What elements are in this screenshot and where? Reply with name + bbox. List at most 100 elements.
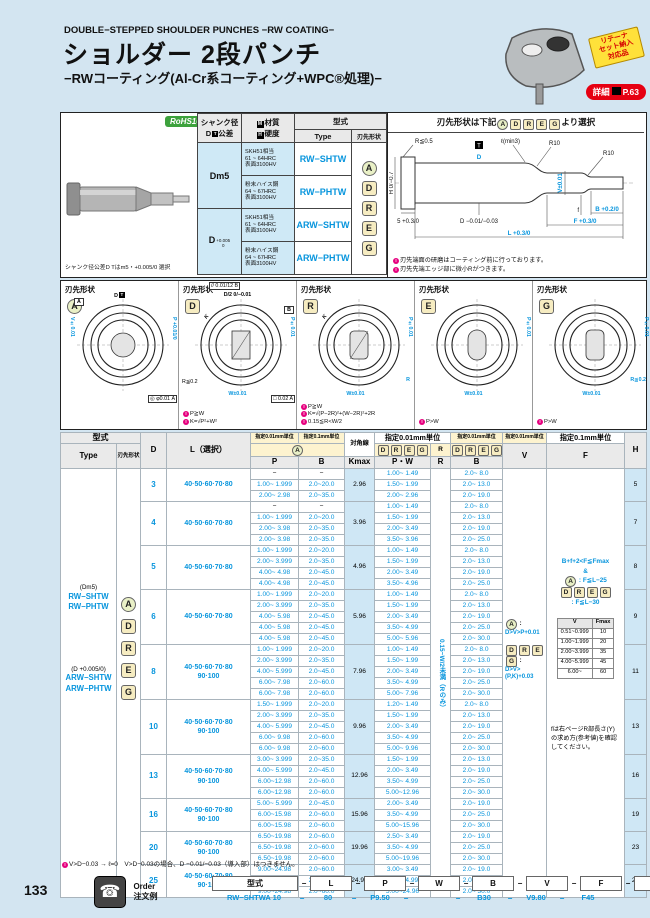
p-range: 4.00~ 5.999 bbox=[250, 721, 299, 733]
b-range: 2.0~35.0 bbox=[298, 710, 345, 722]
b-range: 2.0~60.0 bbox=[298, 677, 345, 689]
b-range: 2.0~60.0 bbox=[298, 787, 345, 799]
shape-section-label: 刃先形状 bbox=[537, 285, 567, 294]
pw-range: 1.00~ 1.49 bbox=[374, 501, 431, 513]
order-dash: − bbox=[299, 893, 305, 903]
h-value: 19 bbox=[624, 798, 647, 832]
drawing-note: !刃先先端エッジ部に微小Rがつきます。 bbox=[393, 266, 547, 275]
f-note: fは右ページR部長さ(Y)の求め方(参考値)を確認してください。 bbox=[551, 725, 617, 752]
header-unit: 指定0.01mm単位 bbox=[502, 432, 547, 444]
b2-range: 2.0~ 25.0 bbox=[450, 622, 503, 634]
shape-section-label: 刃先形状 bbox=[301, 285, 331, 294]
b2-range: 2.0~ 19.0 bbox=[450, 666, 503, 678]
order-dash: − bbox=[455, 893, 461, 903]
retainer-ribbon: リテーナ セット納入 対応品 bbox=[587, 26, 646, 69]
shape-section-label: 刃先形状 bbox=[183, 285, 213, 294]
l-options: 40·50·60·70·80 bbox=[166, 589, 251, 645]
badge-r-icon: R bbox=[523, 119, 535, 130]
header-f: F bbox=[546, 443, 625, 469]
badge-e-icon: E bbox=[121, 663, 136, 678]
p-range: 4.00~ 5.999 bbox=[250, 765, 299, 777]
header-type: Type bbox=[60, 443, 117, 469]
b2-range: 2.0~ 25.0 bbox=[450, 677, 503, 689]
b-range: 2.0~35.0 bbox=[298, 655, 345, 667]
shape-note: !K=√(P−2R)²+(W−2R)²+2R bbox=[301, 411, 375, 419]
b2-range: 2.0~ 8.0 bbox=[450, 545, 503, 557]
book-icon bbox=[611, 87, 621, 95]
b2-range: 2.0~ 19.0 bbox=[450, 765, 503, 777]
pw-range: 3.50~ 4.99 bbox=[374, 732, 431, 744]
b-range: 2.0~45.0 bbox=[298, 611, 345, 623]
b2-range: 2.0~ 13.0 bbox=[450, 512, 503, 524]
r-range-note: 0.15~W/2未満（Rのみ） bbox=[437, 639, 445, 711]
svg-text:V±0.01: V±0.01 bbox=[557, 173, 564, 193]
badge-r-icon: R bbox=[465, 444, 476, 456]
phone-order-icon: ☎ bbox=[94, 876, 126, 908]
p-range: 6.00~ 7.98 bbox=[250, 688, 299, 700]
p-range: 2.00~ 3.98 bbox=[250, 523, 299, 535]
caution-icon: ! bbox=[393, 267, 399, 274]
pw-range: 5.00~19.96 bbox=[374, 853, 431, 865]
b-range: 2.0~45.0 bbox=[298, 765, 345, 777]
badge-e-icon: E bbox=[421, 299, 436, 314]
shape-front-view bbox=[549, 299, 641, 391]
h-value: 11 bbox=[624, 644, 647, 700]
p-range: 4.00~ 5.98 bbox=[250, 633, 299, 645]
b-range: 2.0~45.0 bbox=[298, 666, 345, 678]
order-dash: − bbox=[463, 879, 469, 888]
order-value-3 bbox=[412, 892, 452, 904]
badge-g-icon: G bbox=[539, 299, 554, 314]
d-value: 10 bbox=[140, 699, 167, 755]
p-range: 4.00~ 5.999 bbox=[250, 666, 299, 678]
pw-range: 3.50~ 4.99 bbox=[374, 842, 431, 854]
p-range: 1.00~ 1.999 bbox=[250, 589, 299, 601]
dim-label-datB: B bbox=[284, 306, 294, 314]
badge-e-icon: E bbox=[532, 645, 543, 657]
dim-label-tframe: // 0.01/12 B bbox=[209, 282, 241, 290]
header-l: L（選択） bbox=[166, 432, 251, 469]
pw-range: 2.00~ 2.96 bbox=[374, 490, 431, 502]
badge-d-icon: D bbox=[510, 119, 522, 130]
pw-range: 1.50~ 1.99 bbox=[374, 512, 431, 524]
b-range: 2.0~35.0 bbox=[298, 523, 345, 535]
col-model-header: 型式 bbox=[294, 113, 387, 130]
d-value: 5 bbox=[140, 545, 167, 590]
order-dash: − bbox=[559, 893, 565, 903]
svg-text:F +0.3/0: F +0.3/0 bbox=[574, 218, 597, 225]
b-range: 2.0~60.0 bbox=[298, 842, 345, 854]
p-range: 1.00~ 1.999 bbox=[250, 479, 299, 491]
order-box-6: F bbox=[580, 876, 622, 891]
caution-icon: ! bbox=[393, 258, 399, 265]
l-options: 40·50·60·70·80 bbox=[166, 545, 251, 590]
b2-range: 2.0~ 30.0 bbox=[450, 743, 503, 755]
footer-note: !V>D−0.03 → ℓ=0 V>D−0.03の場合、D −0.01/−0.0… bbox=[62, 858, 299, 868]
order-value-5: V9.80 bbox=[526, 893, 546, 902]
svg-text:D −0.01/−0.03: D −0.01/−0.03 bbox=[460, 219, 499, 225]
badge-e-icon: E bbox=[536, 119, 548, 130]
badge-r-icon: R bbox=[519, 645, 530, 657]
order-value-7 bbox=[620, 892, 650, 904]
badge-d-icon: D bbox=[506, 645, 517, 657]
b2-range: 2.0~ 30.0 bbox=[450, 787, 503, 799]
main-spec-table: 型式 D L（選択） 指定0.01mm単位 指定0.1mm単位 対角線 指定0.… bbox=[60, 432, 647, 898]
header-b: B bbox=[298, 456, 345, 469]
header-kmax: Kmax bbox=[344, 456, 375, 469]
header-p: P bbox=[250, 456, 299, 469]
detail-page: P.63 bbox=[622, 87, 639, 97]
dim-label-rlab: R bbox=[406, 377, 410, 383]
shape-front-view bbox=[195, 299, 287, 391]
dim-label-bframe: □ 0.02 A bbox=[271, 395, 295, 403]
page-number: 133 bbox=[24, 882, 48, 898]
pw-range: 1.00~ 1.49 bbox=[374, 545, 431, 557]
b2-range: 2.0~ 19.0 bbox=[450, 798, 503, 810]
b-range: 2.0~20.0 bbox=[298, 644, 345, 656]
